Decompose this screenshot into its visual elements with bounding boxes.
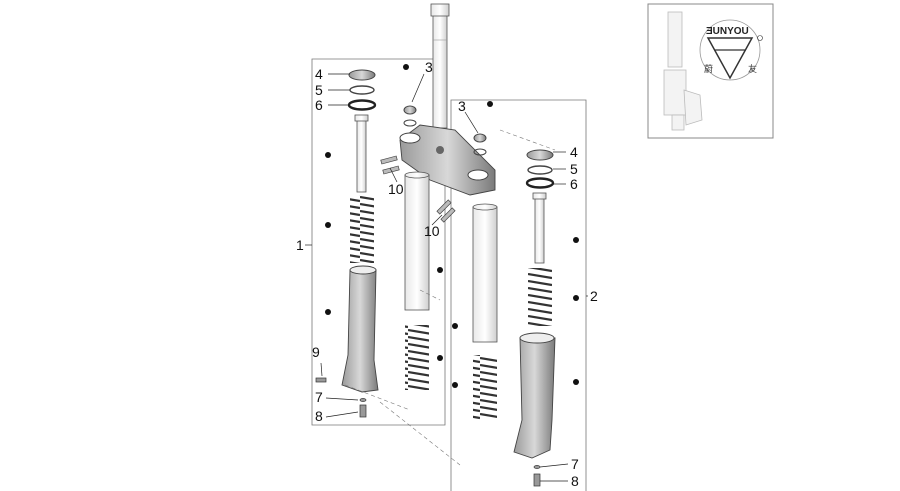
damper-rods — [354, 114, 547, 264]
logo-cn-left: 蔚 — [704, 63, 713, 75]
small-fasteners — [315, 377, 541, 487]
fork-legs — [341, 265, 556, 459]
callout-3a: 3 — [425, 59, 433, 75]
right-fork-box — [450, 99, 587, 491]
steering-stem — [430, 3, 450, 129]
callout-8a: 8 — [315, 408, 323, 424]
callouts: 1 2 3 3 4 5 6 4 5 6 10 10 9 7 8 7 8 — [296, 59, 598, 489]
springs — [350, 195, 552, 420]
inset-thumbnail: ƎUNYOU 蔚 友 — [647, 3, 774, 139]
callout-5a: 5 — [315, 82, 323, 98]
callout-8b: 8 — [571, 473, 579, 489]
callout-7a: 7 — [315, 389, 323, 405]
inset-fork-sketch — [663, 11, 703, 131]
brand-logo: ƎUNYOU 蔚 友 — [699, 19, 763, 81]
right-top-parts — [473, 133, 555, 189]
left-fork-box — [311, 58, 446, 426]
callout-7b: 7 — [571, 456, 579, 472]
bullet-markers — [325, 64, 579, 388]
callout-4a: 4 — [315, 66, 323, 82]
callout-9: 9 — [312, 344, 320, 360]
callout-5b: 5 — [570, 161, 578, 177]
callout-10a: 10 — [388, 181, 404, 197]
leader-lines — [305, 73, 588, 482]
callout-10b: 10 — [424, 223, 440, 239]
callout-2: 2 — [590, 288, 598, 304]
callout-6b: 6 — [570, 176, 578, 192]
dashed-guides — [344, 129, 556, 466]
fork-tubes — [404, 171, 498, 343]
callout-6a: 6 — [315, 97, 323, 113]
logo-cn-right: 友 — [748, 63, 757, 75]
callout-3b: 3 — [458, 98, 466, 114]
callout-4b: 4 — [570, 144, 578, 160]
callout-1: 1 — [296, 237, 304, 253]
logo-brand-text: ƎUNYOU — [706, 26, 749, 37]
triple-clamp — [399, 124, 496, 196]
